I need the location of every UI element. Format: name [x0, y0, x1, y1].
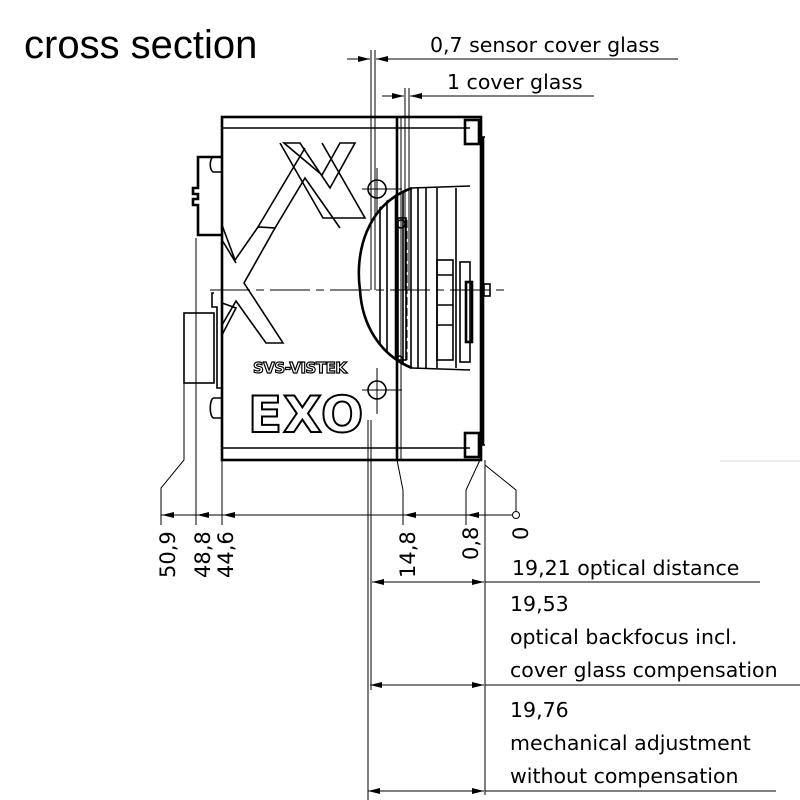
mechanical-adjustment-dimension: 19,76 mechanical adjustment without comp…	[368, 698, 776, 794]
brand-logo: SVS-VISTEK EXO	[247, 358, 364, 445]
drawing-title: cross section	[24, 23, 257, 67]
position-dimension-baseline	[161, 511, 520, 519]
mechanical-adjustment-value: 19,76	[510, 698, 569, 722]
cover-glass-label: 1 cover glass	[447, 70, 583, 94]
sensor-detail-section	[357, 185, 474, 371]
dim-label-14-8: 14,8	[396, 531, 420, 578]
x-logo-graphic	[221, 142, 367, 344]
rear-connectors	[183, 155, 222, 510]
mechanical-adjustment-line1: mechanical adjustment	[510, 731, 751, 755]
mounting-hole-bottom	[362, 368, 402, 414]
dim-label-0-8: 0,8	[459, 527, 483, 560]
dim-label-44-6: 44,6	[214, 531, 238, 578]
optical-distance-dimension: 19,21 optical distance	[372, 556, 760, 585]
optical-distance-value: 19,21 optical distance	[512, 556, 739, 580]
optical-backfocus-value: 19,53	[510, 592, 569, 616]
dim-label-48-8: 48,8	[191, 531, 215, 578]
optical-backfocus-line1: optical backfocus incl.	[510, 625, 737, 649]
mounting-hole-top	[362, 168, 402, 212]
model-logo-text: EXO	[248, 386, 364, 444]
dim-label-50-9: 50,9	[156, 531, 180, 578]
optical-backfocus-line2: cover glass compensation	[510, 658, 778, 682]
dim-label-0: 0	[509, 527, 533, 540]
brand-logo-text: SVS-VISTEK	[253, 359, 348, 377]
mechanical-adjustment-line2: without compensation	[510, 764, 739, 788]
sensor-cover-glass-label: 0,7 sensor cover glass	[430, 33, 660, 57]
position-leader-lines	[160, 420, 517, 800]
sensor-cover-glass-dimension: 0,7 sensor cover glass	[347, 33, 678, 290]
optical-backfocus-dimension: 19,53 optical backfocus incl. cover glas…	[370, 592, 800, 688]
position-dimension-labels: 50,9 48,8 44,6 14,8 0,8 0	[156, 527, 533, 578]
cover-glass-dimension: 1 cover glass	[382, 70, 594, 290]
